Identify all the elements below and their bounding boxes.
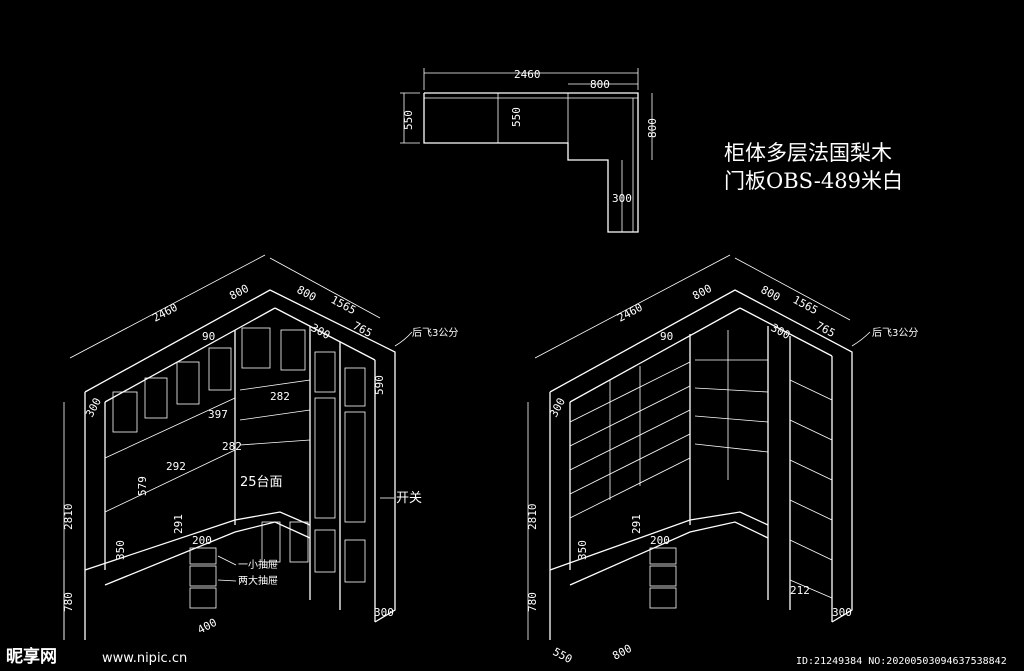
left-dim-return: 800 — [227, 282, 251, 303]
left-upper-door — [314, 351, 336, 393]
plan-dim-leg: 300 — [612, 192, 632, 205]
watermark-brand: 昵享网 — [6, 646, 57, 667]
left-big-drawer — [189, 587, 217, 609]
left-carcass-top-outline — [84, 289, 396, 623]
plan-dim-left-depth: 550 — [402, 110, 415, 130]
right-big-drawer — [649, 565, 677, 587]
left-dim-300-top: 300 — [309, 321, 333, 342]
left-dim-300-left: 300 — [83, 396, 104, 420]
left-dim-90: 90 — [202, 330, 215, 343]
left-dim-292: 292 — [166, 460, 186, 473]
right-dim-90: 90 — [660, 330, 673, 343]
plan-dim-total: 2460 — [514, 68, 541, 81]
right-dim-350: 350 — [576, 540, 589, 560]
left-glass-door — [314, 397, 336, 519]
left-dim-width: 2460 — [150, 301, 180, 325]
left-dim-2810: 2810 — [62, 504, 75, 531]
label-small-drawer: 一小抽屉 — [238, 558, 278, 571]
left-upper-door — [344, 367, 366, 407]
left-dim-282b: 282 — [222, 440, 242, 453]
right-dim-side-800: 800 — [759, 283, 783, 304]
left-desk-top — [84, 511, 311, 571]
left-isometric-view: 2460 800 800 1565 90 300 765 590 282 397… — [62, 254, 458, 640]
right-dim-300-top: 300 — [769, 321, 793, 342]
left-dim-side-1565: 1565 — [329, 293, 359, 317]
right-dim-return: 800 — [690, 282, 714, 303]
left-dim-780: 780 — [62, 592, 75, 612]
label-big-drawers: 两大抽屉 — [238, 574, 278, 587]
label-switch: 开关 — [396, 491, 422, 506]
left-small-drawer — [189, 547, 217, 565]
right-dim-300-right: 300 — [832, 606, 852, 619]
material-note-door: 门板OBS-489米白 — [724, 169, 903, 193]
plan-view: 2460 800 550 550 800 300 — [400, 68, 659, 233]
watermark-url: www.nipic.cn — [102, 651, 187, 666]
left-upper-door — [208, 347, 232, 391]
left-dim-291: 291 — [172, 514, 185, 534]
left-lower-door — [344, 539, 366, 583]
image-id: ID:21249384 NO:20200503094637538842 — [796, 656, 1007, 667]
left-lower-door — [261, 521, 281, 563]
right-dim-291: 291 — [630, 514, 643, 534]
left-dim-765: 765 — [351, 319, 375, 340]
right-carcass-top-outline — [549, 289, 853, 623]
plan-outline — [423, 92, 639, 233]
right-desk-top — [549, 511, 769, 571]
left-upper-door — [241, 327, 271, 369]
left-upper-door — [112, 391, 138, 433]
right-dim-200: 200 — [650, 534, 670, 547]
plan-dim-return: 800 — [590, 78, 610, 91]
left-dim-579: 579 — [136, 476, 149, 496]
left-dim-200: 200 — [192, 534, 212, 547]
plan-dim-right-depth: 800 — [646, 118, 659, 138]
left-glass-door — [344, 411, 366, 523]
right-dim-800-bottom: 800 — [610, 642, 634, 663]
left-dim-side-800: 800 — [295, 283, 319, 304]
left-big-drawer — [189, 565, 217, 587]
plan-dim-mid-depth: 550 — [510, 107, 523, 127]
material-note-cabinet: 柜体多层法国梨木 — [724, 141, 892, 165]
right-dim-side-1565: 1565 — [791, 293, 821, 317]
label-countertop: 25台面 — [240, 475, 283, 490]
left-dim-397: 397 — [208, 408, 228, 421]
left-dim-350: 350 — [114, 540, 127, 560]
right-dim-2810: 2810 — [526, 504, 539, 531]
label-back-offset-right: 后飞3公分 — [872, 327, 918, 339]
left-lower-door — [289, 521, 309, 563]
left-dim-282a: 282 — [270, 390, 290, 403]
left-dim-300-right: 300 — [374, 606, 394, 619]
left-upper-door — [144, 377, 168, 419]
left-dim-400: 400 — [195, 616, 219, 637]
right-dim-550: 550 — [551, 645, 575, 666]
right-dim-765: 765 — [814, 319, 838, 340]
right-big-drawer — [649, 587, 677, 609]
left-upper-door — [176, 361, 200, 405]
left-dim-590: 590 — [373, 375, 386, 395]
label-back-offset-left: 后飞3公分 — [412, 327, 458, 339]
right-small-drawer — [649, 547, 677, 565]
left-lower-door — [314, 529, 336, 573]
left-upper-door — [280, 329, 306, 371]
right-dim-width: 2460 — [615, 301, 645, 325]
right-dim-780: 780 — [526, 592, 539, 612]
right-dim-212: 212 — [790, 584, 810, 597]
right-isometric-view: 2460 800 800 1565 90 300 765 350 291 200… — [526, 254, 918, 666]
